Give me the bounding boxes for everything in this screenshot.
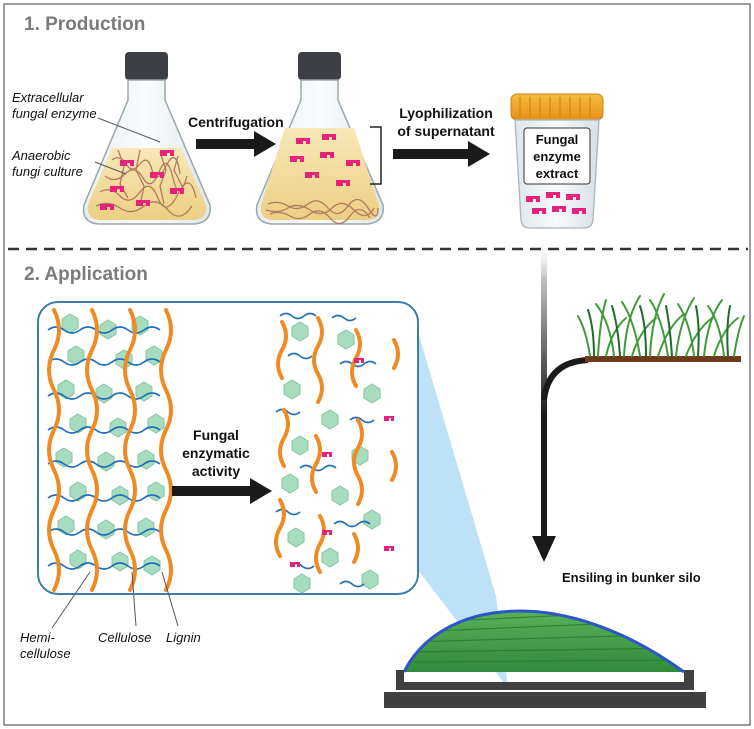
legend-lignin: Lignin <box>166 630 201 645</box>
legend-leaders <box>51 571 179 629</box>
arrow-enzymatic-activity <box>172 478 272 504</box>
flask-centrifuged <box>255 52 384 225</box>
bunker-silo <box>384 609 706 708</box>
jar-label-line1: Fungal <box>535 132 579 147</box>
step-lyophilization: Lyophilization of supernatant <box>386 104 506 140</box>
legend-hemi-line1: Hemi- <box>20 630 55 645</box>
enzyme-extract-jar <box>510 93 604 229</box>
step-centrifugation: Centrifugation <box>188 114 284 130</box>
label-extracellular-enzyme: Extracellular fungal enzyme <box>12 90 97 122</box>
jar-label: Fungal enzyme extract <box>524 131 590 182</box>
label-extracellular-line2: fungal enzyme <box>12 106 97 121</box>
step-lyophilization-line2: of supernatant <box>397 123 495 139</box>
label-anaerobic-line2: fungi culture <box>12 164 83 179</box>
activity-line2: enzymatic <box>182 445 250 461</box>
arrow-lyophilization <box>393 141 490 167</box>
grass-forage <box>577 293 745 362</box>
label-extracellular-line1: Extracellular <box>12 90 84 105</box>
label-anaerobic-line1: Anaerobic <box>12 148 71 163</box>
legend-hemicellulose: Hemi- cellulose <box>20 630 71 662</box>
section-title-production: 1. Production <box>24 14 146 35</box>
connector-arrow <box>532 236 589 562</box>
degraded-lignocellulose <box>274 312 400 594</box>
label-bunker-silo: Ensiling in bunker silo <box>562 570 701 585</box>
jar-label-line3: extract <box>535 166 579 181</box>
legend-cellulose: Cellulose <box>98 630 152 645</box>
activity-line3: activity <box>191 463 241 479</box>
section-title-application: 2. Application <box>24 264 148 285</box>
flask-culture <box>82 52 211 225</box>
label-anaerobic-culture: Anaerobic fungi culture <box>12 148 83 180</box>
activity-line1: Fungal <box>193 427 239 443</box>
intact-lignocellulose <box>47 308 173 592</box>
outer-frame <box>3 3 751 726</box>
legend-hemi-line2: cellulose <box>20 646 71 661</box>
jar-label-line2: enzyme <box>533 149 581 164</box>
label-enzymatic-activity: Fungal enzymatic activity <box>176 426 256 480</box>
arrow-centrifugation <box>196 131 276 157</box>
step-lyophilization-line1: Lyophilization <box>399 105 493 121</box>
zoom-wedge <box>418 332 508 688</box>
